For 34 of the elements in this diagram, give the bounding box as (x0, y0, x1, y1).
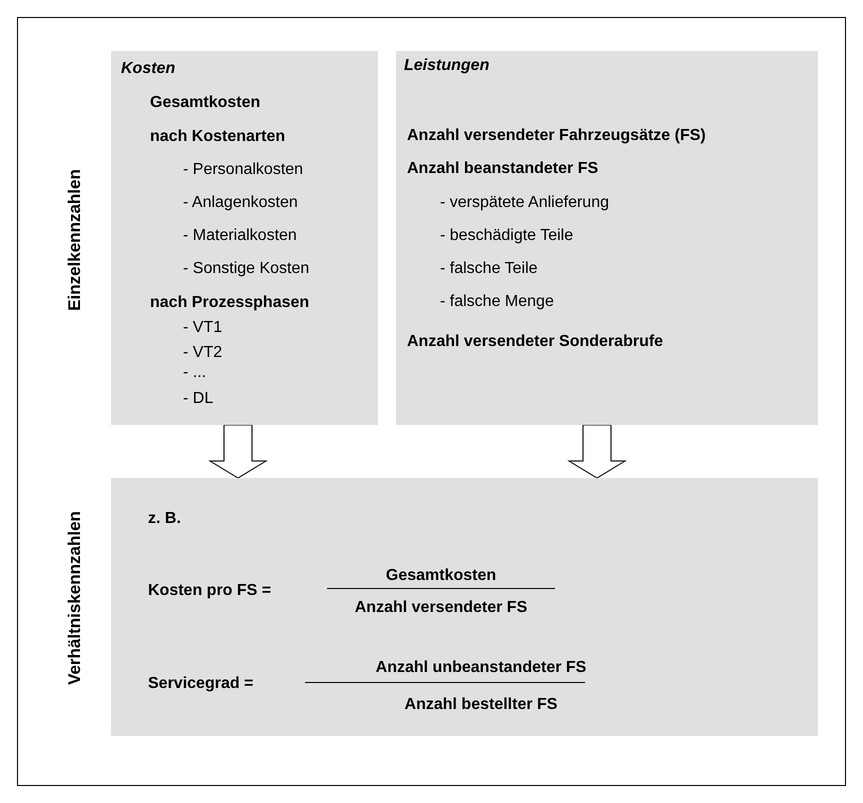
panel (396, 51, 818, 425)
item-text: - VT1 (183, 319, 222, 337)
item-text: - DL (183, 390, 214, 408)
item-text: nach Prozessphasen (150, 294, 310, 312)
item-text: - falsche Menge (440, 293, 554, 311)
item-text: - Personalkosten (183, 161, 304, 179)
item-text: - VT2 (183, 344, 222, 362)
side-label: Verhältniskennzahlen (65, 511, 85, 685)
item-text: - beschädigte Teile (440, 227, 574, 245)
heading: Kosten (121, 60, 176, 78)
item-text: Anzahl versendeter Sonderabrufe (407, 333, 664, 351)
numerator: Anzahl unbeanstandeter FS (376, 659, 586, 677)
denominator: Anzahl bestellter FS (404, 696, 558, 714)
item-text: Anzahl versendeter Fahrzeugsätze (FS) (407, 127, 706, 145)
block-arrow (567, 424, 627, 479)
item-text: nach Kostenarten (150, 128, 286, 146)
item-text: - Sonstige Kosten (183, 260, 310, 278)
panel (111, 478, 818, 736)
item-text: - falsche Teile (440, 260, 538, 278)
panel (111, 51, 378, 425)
item-text: - ... (183, 364, 206, 382)
heading: Leistungen (404, 57, 490, 75)
block-arrow (208, 424, 268, 479)
numerator: Gesamtkosten (386, 567, 496, 585)
item-text: - Anlagenkosten (183, 194, 298, 212)
item-text: - verspätete Anlieferung (440, 194, 609, 212)
denominator: Anzahl versendeter FS (354, 599, 528, 617)
item-text: Gesamtkosten (150, 94, 260, 112)
text-label: z. B. (148, 510, 181, 528)
item-text: - Materialkosten (183, 227, 297, 245)
item-text: Anzahl beanstandeter FS (407, 160, 598, 178)
formula-label: Servicegrad = (148, 675, 254, 693)
formula-label: Kosten pro FS = (148, 582, 272, 600)
side-label: Einzelkennzahlen (65, 169, 85, 311)
